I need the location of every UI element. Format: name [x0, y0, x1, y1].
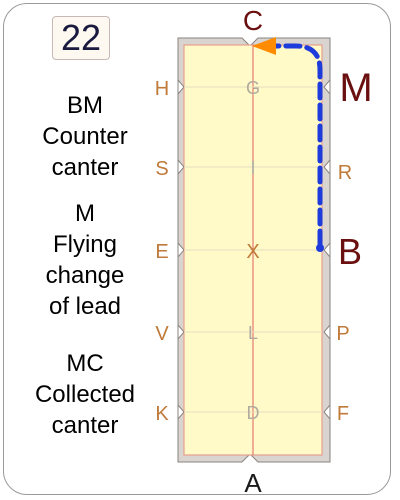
instruction-line: of lead	[48, 293, 122, 320]
instruction-line: Collected	[34, 381, 136, 408]
direction-arrow-icon	[252, 37, 276, 55]
side-notches	[177, 78, 331, 421]
letter-d: D	[247, 403, 260, 423]
notch-h	[177, 78, 185, 96]
notch-p	[323, 323, 331, 341]
letter-g: G	[246, 78, 260, 98]
letter-x: X	[246, 241, 259, 263]
notch-r	[323, 158, 331, 176]
movement-path	[269, 43, 323, 248]
test-number-badge: 22	[52, 16, 110, 60]
instruction-line: change	[45, 262, 125, 289]
instruction-line: Counter	[42, 123, 128, 150]
instruction-block-3: MC Collected canter	[10, 348, 160, 441]
letter-m: M	[339, 66, 372, 110]
notch-k	[177, 403, 185, 421]
notch-v	[177, 323, 185, 341]
instruction-block-2: M Flying change of lead	[10, 198, 160, 322]
letter-c: C	[243, 5, 263, 36]
letter-h: H	[155, 78, 169, 100]
notch-s	[177, 158, 185, 176]
instruction-line: canter	[51, 154, 119, 181]
letter-i: I	[250, 158, 255, 178]
letter-a: A	[244, 468, 262, 498]
instruction-block-1: BM Counter canter	[10, 90, 160, 183]
instruction-line: canter	[51, 412, 119, 439]
letter-l: L	[248, 323, 258, 343]
path-start-dot	[316, 244, 324, 252]
instruction-line: Flying	[52, 231, 118, 258]
letter-k: K	[155, 403, 169, 425]
notch-b	[323, 241, 331, 259]
letter-r: R	[338, 162, 352, 184]
notch-e	[177, 241, 185, 259]
letter-b: B	[338, 231, 362, 272]
letter-s: S	[155, 158, 168, 180]
notch-m	[323, 78, 331, 96]
letter-p: P	[336, 323, 349, 345]
letter-e: E	[155, 241, 168, 263]
letter-f: F	[337, 403, 349, 425]
instruction-line: BM	[67, 92, 103, 119]
letter-v: V	[155, 323, 169, 345]
instruction-line: MC	[66, 350, 104, 377]
marker-lines	[184, 86, 322, 413]
instruction-line: M	[75, 200, 95, 227]
notch-f	[323, 403, 331, 421]
